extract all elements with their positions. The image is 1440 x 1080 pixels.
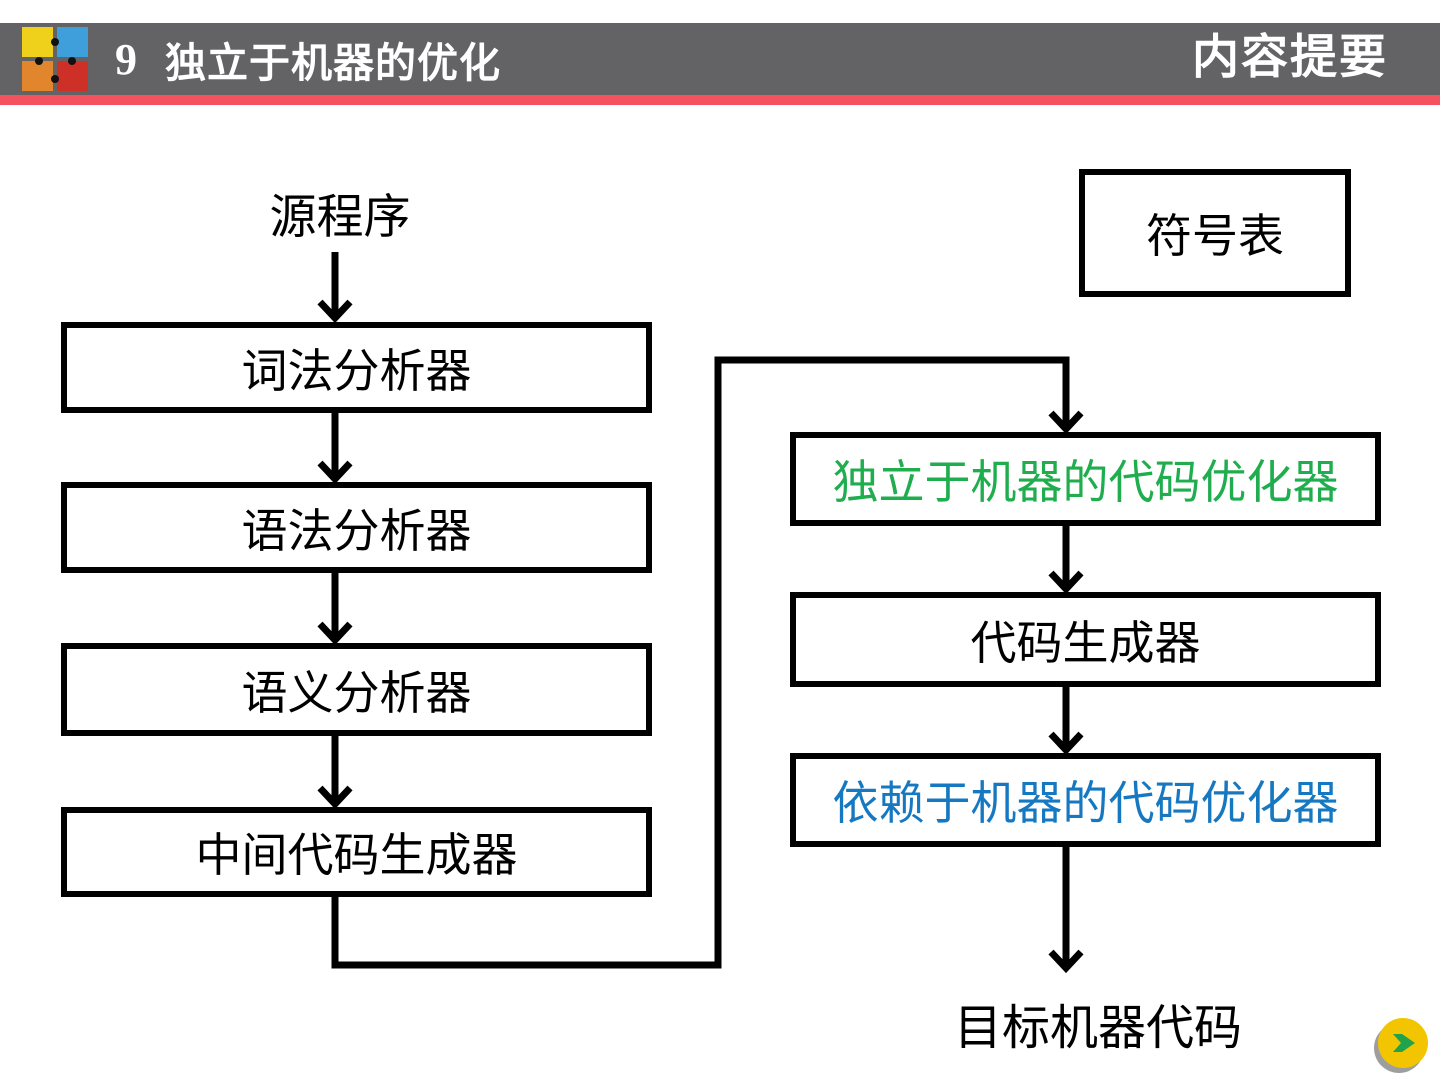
box-semantic-analyzer-label: 语义分析器	[241, 666, 472, 719]
box-syntax-analyzer-label: 语法分析器	[241, 504, 472, 557]
logo-knob	[51, 38, 59, 46]
box-semantic-analyzer: 语义分析器	[61, 643, 652, 736]
box-machine-independent-optimizer: 独立于机器的代码优化器	[790, 432, 1381, 526]
logo-piece-red	[57, 61, 88, 91]
box-code-generator-label: 代码生成器	[970, 616, 1201, 669]
chapter-title: 独立于机器的优化	[165, 40, 501, 86]
box-machine-dependent-optimizer: 依赖于机器的代码优化器	[790, 753, 1381, 847]
header-bar	[0, 23, 1440, 95]
logo-knob	[51, 75, 59, 83]
logo-piece-yellow	[22, 27, 53, 57]
logo-knob	[68, 57, 76, 65]
source-program-label: 源程序	[269, 190, 411, 243]
box-lexical-analyzer: 词法分析器	[61, 322, 652, 413]
box-machine-dependent-optimizer-label: 依赖于机器的代码优化器	[832, 777, 1339, 829]
box-syntax-analyzer: 语法分析器	[61, 482, 652, 573]
box-intermediate-code-generator-label: 中间代码生成器	[195, 829, 518, 881]
box-code-generator: 代码生成器	[790, 592, 1381, 687]
logo-knob	[35, 57, 43, 65]
box-intermediate-code-generator: 中间代码生成器	[61, 807, 652, 897]
box-lexical-analyzer-label: 词法分析器	[241, 344, 472, 397]
logo-piece-blue	[57, 27, 88, 57]
box-symbol-table: 符号表	[1079, 169, 1351, 297]
next-button[interactable]	[1378, 1018, 1428, 1068]
accent-line	[0, 95, 1440, 105]
chapter-heading: 9 独立于机器的优化	[115, 23, 501, 95]
box-machine-independent-optimizer-label: 独立于机器的代码优化器	[832, 456, 1339, 508]
logo-piece-orange	[22, 61, 53, 91]
chevron-right-icon	[1393, 1034, 1415, 1052]
target-machine-code-label: 目标机器代码	[953, 1002, 1242, 1055]
puzzle-logo-icon	[22, 27, 90, 93]
box-symbol-table-label: 符号表	[1146, 210, 1284, 262]
page-title: 内容提要	[1192, 32, 1388, 84]
chapter-number: 9	[115, 34, 137, 84]
